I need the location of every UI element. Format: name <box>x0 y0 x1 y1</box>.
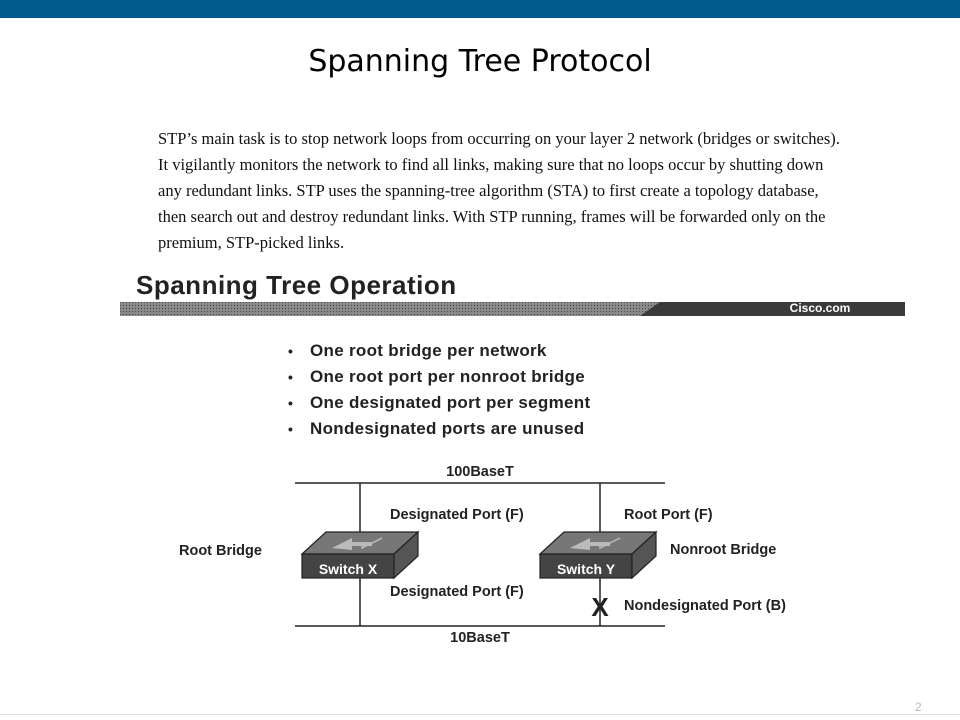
switch-x-bottom-port-label: Designated Port (F) <box>390 584 524 600</box>
switch-x-top-port-label: Designated Port (F) <box>390 507 524 523</box>
rule-item: •One root bridge per network <box>288 341 547 360</box>
root-bridge-label: Root Bridge <box>179 543 262 559</box>
switch-y-bottom-port-label: Nondesignated Port (B) <box>624 598 786 614</box>
scanned-page: STP’s main task is to stop network loops… <box>120 118 905 690</box>
bullet-icon: • <box>288 421 294 437</box>
bullet-icon: • <box>288 343 294 359</box>
rule-item: •Nondesignated ports are unused <box>288 419 585 438</box>
switch-x-icon <box>300 530 420 580</box>
stp-description-paragraph: STP’s main task is to stop network loops… <box>158 129 840 252</box>
bullet-icon: • <box>288 369 294 385</box>
slide-page-number: 2 <box>915 700 922 714</box>
rule-item: •One root port per nonroot bridge <box>288 367 585 386</box>
top-segment-label: 100BaseT <box>446 464 514 480</box>
operation-rules-list: •One root bridge per network •One root p… <box>288 338 590 442</box>
switch-y-icon <box>538 530 658 580</box>
footer-divider <box>0 714 960 715</box>
switch-y-top-port-label: Root Port (F) <box>624 507 713 523</box>
blocked-port-x-mark: X <box>591 592 609 622</box>
section-title: Spanning Tree Operation <box>136 270 457 300</box>
switch-y-label: Switch Y <box>557 561 616 577</box>
rule-item: •One designated port per segment <box>288 393 591 412</box>
header-bar <box>0 0 960 18</box>
cisco-brand-label: Cisco.com <box>789 301 851 315</box>
slide-title: Spanning Tree Protocol <box>308 44 652 79</box>
stp-topology-diagram: Switch X Switch Y 100BaseT 10BaseT Root … <box>179 464 786 646</box>
switch-x-label: Switch X <box>319 561 378 577</box>
header-band <box>120 302 905 316</box>
bullet-icon: • <box>288 395 294 411</box>
nonroot-bridge-label: Nonroot Bridge <box>670 542 776 558</box>
bottom-segment-label: 10BaseT <box>450 630 510 646</box>
